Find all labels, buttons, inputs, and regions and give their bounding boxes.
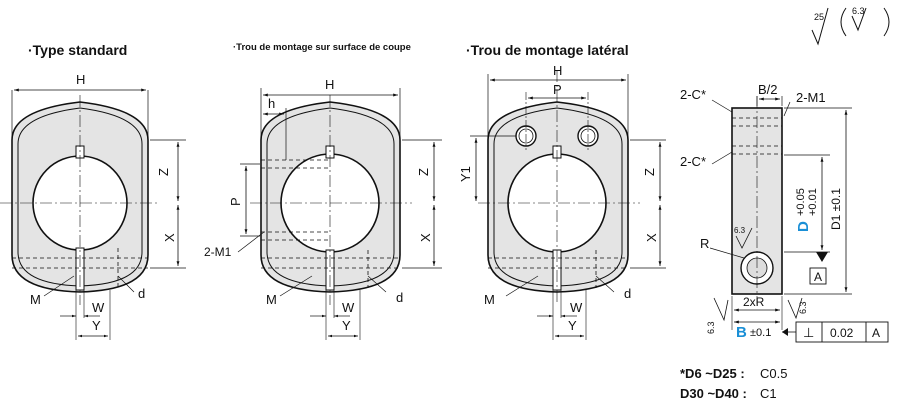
- dim-D1-side: D1 ±0.1: [829, 188, 843, 230]
- dim-B-tol: ±0.1: [750, 327, 771, 339]
- dim-Z-coupe: Z: [416, 168, 431, 176]
- dim-M1-coupe: 2-M1: [204, 245, 232, 259]
- title-standard: ·Type standard: [28, 42, 127, 58]
- dim-chamfer-mid: 2-C*: [680, 154, 706, 169]
- dim-M-coupe: M: [266, 292, 277, 307]
- collar-side-view: [731, 96, 783, 304]
- dim-D-side: D: [795, 221, 812, 232]
- title-lateral: ·Trou de montage latéral: [466, 42, 629, 58]
- dims-standard: H Z X M d W Y: [11, 72, 186, 340]
- chamfer-note-2-range: D30 ~D40 :: [680, 386, 747, 401]
- dim-X-standard: X: [162, 233, 177, 242]
- roughness-side-left-value: 6.3: [706, 321, 716, 334]
- roughness-side-right-value: 6.3: [798, 301, 808, 314]
- title-coupe: ·Trou de montage sur surface de coupe: [233, 42, 411, 53]
- dim-h-coupe: h: [268, 96, 275, 111]
- dim-Y1-lateral: Y1: [458, 166, 473, 182]
- dim-chamfer-top: 2-C*: [680, 87, 706, 102]
- dim-P-lateral: P: [553, 82, 562, 97]
- tolerance-datum: A: [872, 326, 880, 340]
- dim-D-tol-lower: +0.01: [807, 188, 819, 216]
- dim-M-standard: M: [30, 292, 41, 307]
- dim-Z-standard: Z: [156, 168, 171, 176]
- dim-d-lateral: d: [624, 286, 631, 301]
- dims-side: B/2 2-C* 2-C* 2-M1 D +0.05 +0.01 D1 ±0.1…: [680, 82, 852, 341]
- dim-H-standard: H: [76, 72, 85, 87]
- dim-W-standard: W: [92, 300, 105, 315]
- roughness-secondary-value: 6.3: [852, 6, 865, 16]
- collar-standard: [0, 95, 160, 305]
- dim-Y-standard: Y: [92, 318, 101, 333]
- dim-X-lateral: X: [644, 233, 659, 242]
- dim-d-coupe: d: [396, 290, 403, 305]
- tolerance-frame: ⊥ 0.02 A: [782, 321, 889, 343]
- dim-Y-coupe: Y: [342, 318, 351, 333]
- datum-A-label: A: [814, 270, 822, 284]
- tolerance-symbol: ⊥: [803, 325, 814, 340]
- dim-W-lateral: W: [570, 300, 583, 315]
- dim-Y-lateral: Y: [568, 318, 577, 333]
- dim-X-coupe: X: [418, 233, 433, 242]
- dim-D-tol-upper: +0.05: [795, 188, 807, 216]
- dims-lateral: H P Y1 Z X M d W Y: [458, 63, 666, 340]
- collar-coupe: [250, 95, 412, 305]
- dim-H-lateral: H: [553, 63, 562, 78]
- chamfer-notes: *D6 ~D25 : C0.5 D30 ~D40 : C1: [680, 366, 787, 401]
- dim-Z-lateral: Z: [642, 168, 657, 176]
- dim-H-coupe: H: [325, 77, 334, 92]
- dim-B-side: B: [736, 324, 747, 341]
- roughness-symbol-main: 25 6.3: [811, 6, 890, 46]
- roughness-main-value: 25: [814, 12, 824, 22]
- dim-thread-side: 2-M1: [796, 90, 826, 105]
- dim-R-side: R: [700, 236, 709, 251]
- collar-lateral: [478, 70, 640, 305]
- chamfer-note-2-value: C1: [760, 386, 777, 401]
- dim-half-b: B/2: [758, 82, 778, 97]
- dim-d-standard: d: [138, 286, 145, 301]
- roughness-hole-value: 6.3: [734, 226, 746, 235]
- tolerance-value: 0.02: [830, 326, 854, 340]
- chamfer-note-1-value: C0.5: [760, 366, 787, 381]
- dim-P-coupe: P: [228, 197, 243, 206]
- chamfer-note-1-range: *D6 ~D25 :: [680, 366, 745, 381]
- dim-M-lateral: M: [484, 292, 495, 307]
- dim-2xR-side: 2xR: [743, 295, 765, 309]
- dim-W-coupe: W: [342, 300, 355, 315]
- dims-coupe: H h P Z X 2-M1 M d W Y: [204, 77, 442, 340]
